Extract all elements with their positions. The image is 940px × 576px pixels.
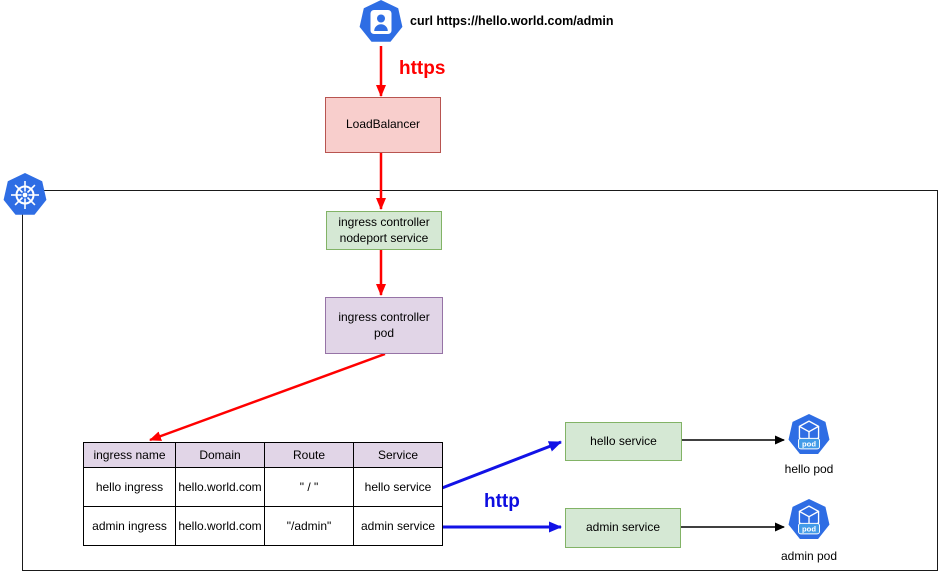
http-label: http	[484, 491, 520, 512]
hello-pod-label: hello pod	[784, 462, 834, 476]
hello-pod-icon: pod	[788, 413, 830, 454]
table-header-row: ingress name Domain Route Service	[83, 442, 443, 468]
admin-pod-icon: pod	[788, 498, 830, 539]
admin-service-node: admin service	[565, 508, 681, 548]
table-row-admin: admin ingress hello.world.com "/admin" a…	[83, 506, 443, 546]
loadbalancer-node: LoadBalancer	[325, 97, 441, 153]
cell-hello-domain: hello.world.com	[175, 467, 265, 507]
ingress-controller-pod-node: ingress controller pod	[325, 297, 443, 354]
kubernetes-icon	[3, 173, 47, 215]
cell-hello-service: hello service	[353, 467, 443, 507]
curl-command: curl https://hello.world.com/admin	[410, 14, 614, 28]
column-header-domain: Domain	[175, 442, 265, 468]
svg-text:pod: pod	[802, 439, 816, 448]
cell-admin-route: "/admin"	[264, 506, 354, 546]
column-header-ingress-name: ingress name	[83, 442, 176, 468]
column-header-service: Service	[353, 442, 443, 468]
svg-text:pod: pod	[802, 524, 816, 533]
https-label: https	[399, 58, 446, 79]
kubernetes-cluster-boundary	[22, 190, 938, 571]
hello-service-node: hello service	[565, 422, 682, 461]
nodeport-service-node: ingress controller nodeport service	[326, 211, 442, 250]
admin-pod-label: admin pod	[780, 549, 838, 563]
cell-hello-ingress-name: hello ingress	[83, 467, 176, 507]
ingress-rules-table: ingress name Domain Route Service hello …	[83, 442, 443, 546]
cell-admin-service: admin service	[353, 506, 443, 546]
table-row-hello: hello ingress hello.world.com " / " hell…	[83, 467, 443, 507]
user-icon	[359, 0, 403, 42]
column-header-route: Route	[264, 442, 354, 468]
cell-hello-route: " / "	[264, 467, 354, 507]
cell-admin-ingress-name: admin ingress	[83, 506, 176, 546]
cell-admin-domain: hello.world.com	[175, 506, 265, 546]
